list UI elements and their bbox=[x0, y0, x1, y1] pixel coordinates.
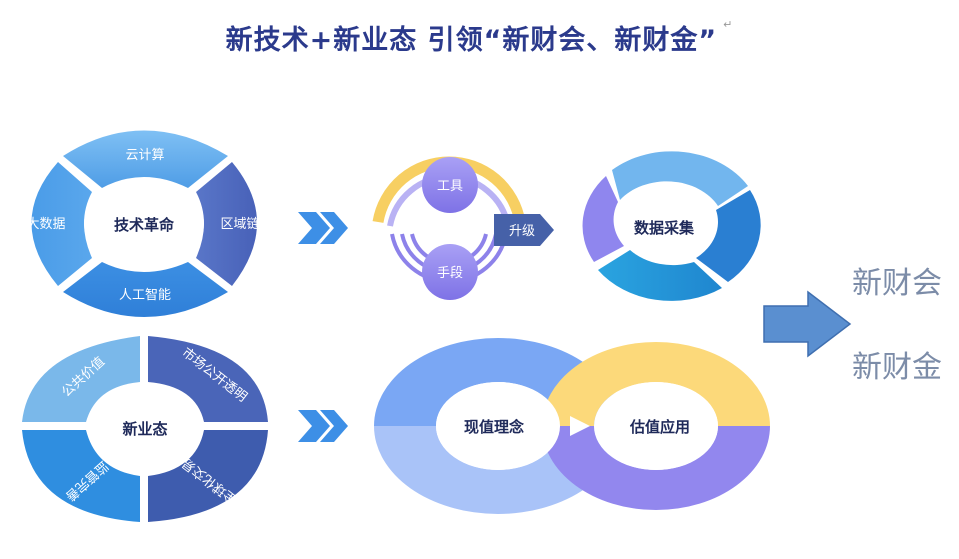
paragraph-mark: ↵ bbox=[723, 18, 734, 31]
venn-pointer-icon bbox=[570, 416, 590, 436]
outcome-new-accounting: 新财会 bbox=[852, 266, 942, 301]
tech-label-chain: 区域链 bbox=[220, 217, 259, 232]
ring-center-label: 数据采集 bbox=[634, 219, 695, 237]
page-title: 新技术+新业态 引领“新财会、新财金” ↵ bbox=[0, 18, 959, 57]
tech-label-ai: 人工智能 bbox=[119, 288, 171, 303]
chevron-arrow-bottom bbox=[298, 410, 348, 442]
tech-center-disc bbox=[84, 182, 204, 266]
big-right-arrow bbox=[763, 290, 852, 358]
ring-segment-lightblue bbox=[612, 151, 748, 206]
business-cluster: 新业态 公共价值 市场公开透明 全球化交易 监管完善 bbox=[22, 336, 268, 522]
upgrade-arrow-shape bbox=[494, 214, 554, 246]
tech-label-bigdata: 大数据 bbox=[26, 217, 65, 232]
tech-segment-bottom bbox=[63, 262, 228, 317]
chevron-icon bbox=[298, 410, 330, 442]
title-text: 新技术+新业态 引领“新财会、新财金” bbox=[225, 25, 718, 56]
tech-segment-left bbox=[31, 162, 92, 286]
tools-top-node bbox=[422, 157, 478, 213]
chevron-arrow-top bbox=[298, 212, 348, 244]
tech-label-cloud: 云计算 bbox=[125, 148, 164, 163]
value-venn: 现值理念 估值应用 bbox=[374, 338, 770, 514]
data-ring: 数据采集 bbox=[582, 151, 761, 301]
ring-segment-teal bbox=[598, 250, 722, 301]
venn-right-top bbox=[542, 342, 770, 426]
business-segment-tr bbox=[148, 336, 268, 422]
tech-segment-right bbox=[196, 162, 257, 286]
tech-segment-top bbox=[63, 130, 228, 188]
tech-cluster: 技术革命 云计算 区域链 人工智能 大数据 bbox=[26, 130, 260, 317]
venn-right-label: 估值应用 bbox=[629, 418, 690, 436]
outcome-new-finance: 新财金 bbox=[852, 350, 942, 385]
business-center-disc bbox=[89, 384, 201, 472]
chevron-icon bbox=[298, 212, 330, 244]
business-segment-br bbox=[148, 430, 268, 522]
venn-left-label: 现值理念 bbox=[464, 418, 524, 436]
business-segment-bl bbox=[22, 430, 140, 522]
upgrade-arrow-label: 升级 bbox=[509, 224, 535, 239]
chevron-icon bbox=[320, 410, 348, 442]
venn-right-bottom bbox=[542, 426, 770, 510]
chevron-icon bbox=[320, 212, 348, 244]
ring-segment-blue bbox=[696, 190, 761, 282]
tools-top-label: 工具 bbox=[437, 179, 463, 194]
tools-bottom-node bbox=[422, 244, 478, 300]
business-segment-tl bbox=[22, 336, 140, 422]
tools-cycle: 工具 手段 升级 bbox=[372, 156, 554, 300]
venn-left-disc bbox=[436, 382, 560, 470]
tools-bottom-label: 手段 bbox=[437, 266, 463, 281]
business-center-label: 新业态 bbox=[122, 420, 167, 438]
venn-right-disc bbox=[594, 382, 718, 470]
tech-center-label: 技术革命 bbox=[114, 216, 175, 234]
ring-segment-purple bbox=[582, 176, 624, 262]
